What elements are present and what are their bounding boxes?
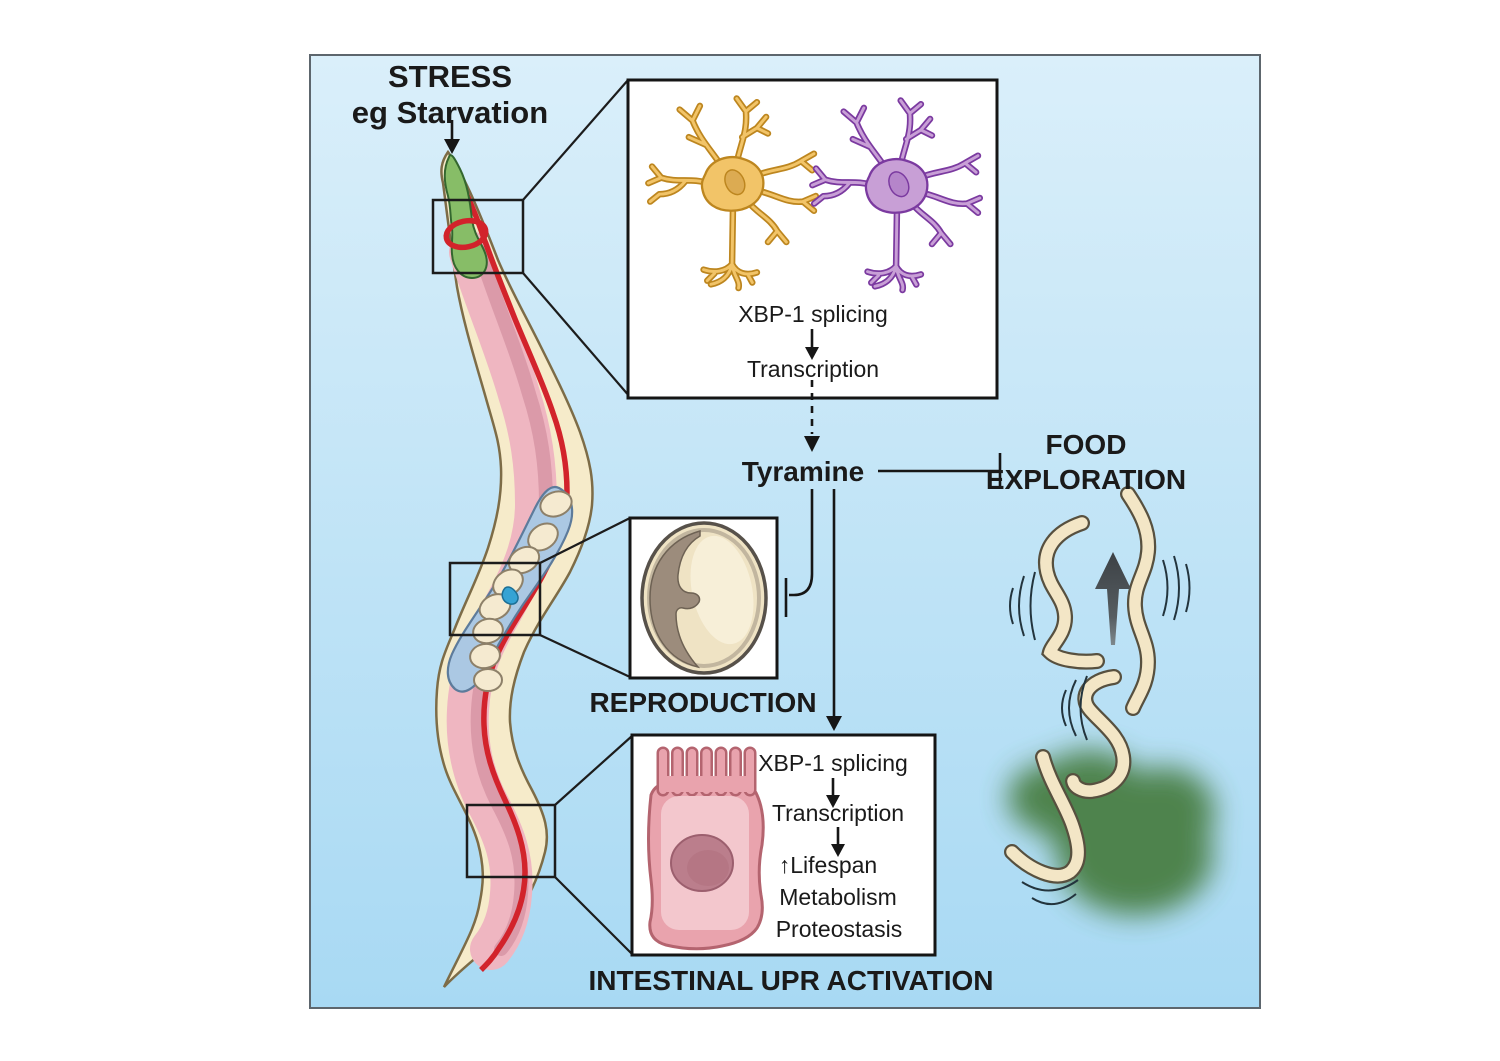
intestinal-upr-label: INTESTINAL UPR ACTIVATION: [589, 965, 994, 996]
neuron-transcription-label: Transcription: [747, 356, 879, 382]
stress-label-line1: STRESS: [388, 59, 512, 94]
spermatheca: [501, 586, 519, 605]
up-arrow-icon: [1095, 552, 1131, 645]
motion-lines: [1009, 555, 1191, 905]
callout-frames: [431, 198, 557, 879]
stress-label-line2: eg Starvation: [352, 95, 548, 130]
callout-lines: [522, 79, 633, 955]
proteostasis-label: Proteostasis: [776, 916, 903, 942]
intestine-transcription-label: Transcription: [772, 800, 904, 826]
intestinal-cell-icon: [647, 753, 765, 951]
tyramine-label: Tyramine: [742, 456, 864, 487]
exploring-worms: [1004, 486, 1157, 884]
food-exploration-label-line1: FOOD: [1046, 429, 1127, 460]
head-callout-frame: [431, 198, 525, 275]
food-exploration-label-line2: EXPLORATION: [986, 464, 1186, 495]
nerve-ring: [443, 217, 489, 251]
neuron-xbp1-splicing-label: XBP-1 splicing: [738, 301, 888, 327]
gonad-callout-frame: [448, 561, 542, 637]
embryo-egg-icon: [640, 521, 768, 675]
lifespan-label: ↑Lifespan: [779, 852, 877, 878]
flow-arrows: [444, 120, 1002, 857]
oocytes: [469, 490, 573, 692]
worm-gut-line: [449, 162, 570, 972]
body-callout-frame: [465, 803, 557, 879]
embryo-crescent: [649, 530, 701, 669]
reproduction-label: REPRODUCTION: [589, 687, 816, 718]
intestine-xbp1-splicing-label: XBP-1 splicing: [758, 750, 908, 776]
worm-illustration: [435, 149, 594, 988]
metabolism-label: Metabolism: [779, 884, 897, 910]
